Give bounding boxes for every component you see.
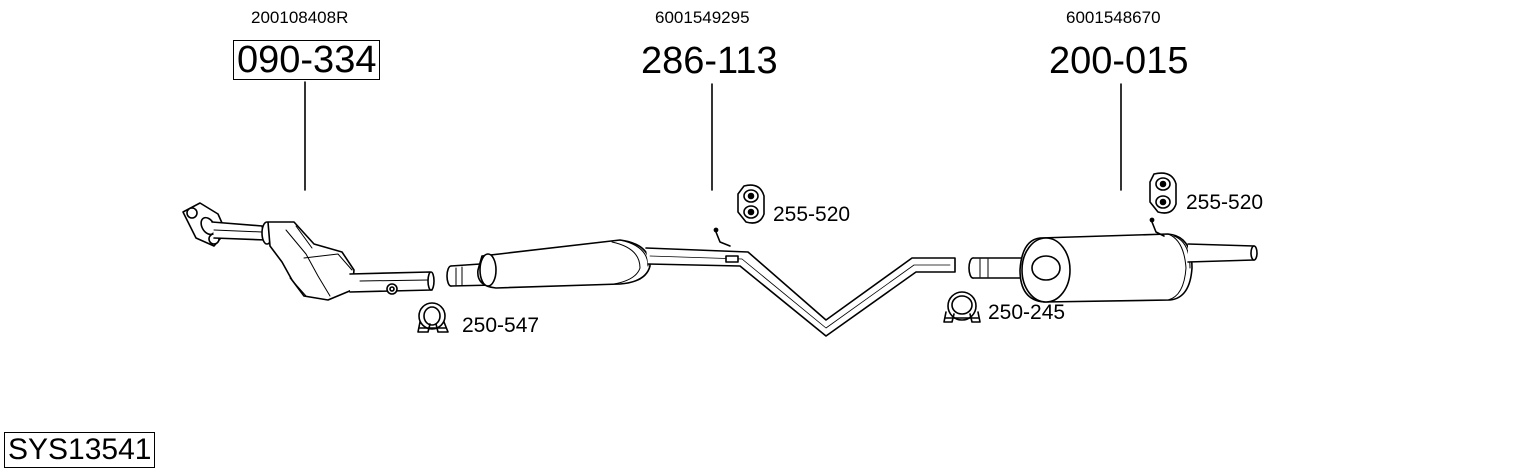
part-number-2[interactable]: 286-113: [641, 40, 778, 82]
rear-silencer-icon[interactable]: [968, 217, 1258, 303]
part-ref-2: 6001549295: [655, 8, 750, 27]
leader-lines: [304, 81, 1122, 191]
clamp-icon[interactable]: [417, 302, 449, 333]
rubber-mount-icon[interactable]: [737, 184, 765, 224]
part-ref-1: 200108408R: [251, 8, 349, 27]
accessory-label-1[interactable]: 250-547: [462, 314, 540, 337]
rubber-mount-icon[interactable]: [1149, 172, 1177, 214]
part-number-1[interactable]: 090-334: [233, 40, 381, 80]
catalytic-converter-icon[interactable]: [182, 202, 435, 301]
part-ref-3: 6001548670: [1066, 8, 1161, 27]
system-code: SYS13541: [4, 432, 156, 468]
clamp-icon[interactable]: [943, 291, 981, 323]
accessory-label-4[interactable]: 255-520: [1186, 191, 1264, 214]
front-silencer-pipe-icon[interactable]: [446, 227, 956, 337]
accessory-label-3[interactable]: 250-245: [988, 301, 1066, 324]
accessory-label-2[interactable]: 255-520: [773, 203, 851, 226]
part-number-3[interactable]: 200-015: [1049, 40, 1189, 82]
